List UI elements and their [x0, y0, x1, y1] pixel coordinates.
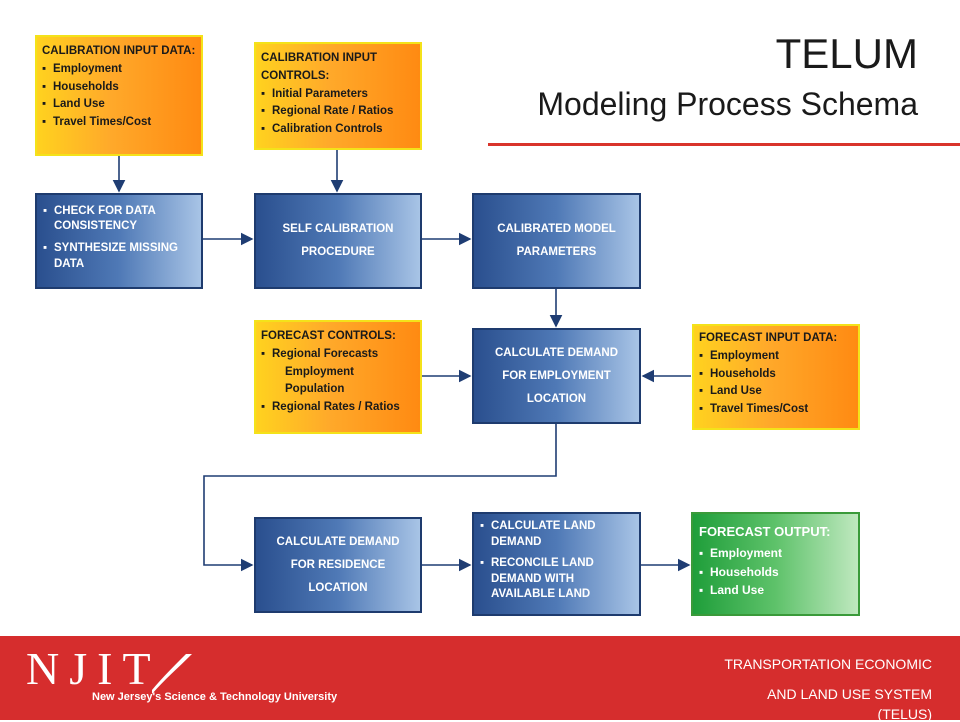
list-item: Households — [42, 79, 196, 97]
box-label: CALIBRATED MODEL PARAMETERS — [497, 223, 616, 258]
list-item: Initial Parameters — [261, 86, 415, 104]
forecast-input-data-box: FORECAST INPUT DATA: Employment Househol… — [692, 324, 860, 430]
list-item: Travel Times/Cost — [42, 114, 196, 132]
list-item: Households — [699, 563, 852, 582]
check-data-box: CHECK FOR DATA CONSISTENCY SYNTHESIZE MI… — [35, 193, 203, 289]
box-heading: CALIBRATION INPUT CONTROLS: — [261, 52, 378, 82]
list-item: Employment — [699, 348, 853, 366]
list-item: CHECK FOR DATA CONSISTENCY — [43, 204, 195, 235]
list-item: SYNTHESIZE MISSING DATA — [43, 241, 195, 272]
list-item: Households — [699, 366, 853, 384]
box-heading: FORECAST OUTPUT: — [699, 524, 831, 539]
list-item: RECONCILE LAND DEMAND WITH AVAILABLE LAN… — [480, 556, 633, 603]
list-item: Regional Forecasts — [261, 346, 415, 364]
slide-title: TELUM — [775, 30, 918, 77]
land-demand-box: CALCULATE LAND DEMAND RECONCILE LAND DEM… — [472, 512, 641, 616]
forecast-output-box: FORECAST OUTPUT: Employment Households L… — [691, 512, 860, 616]
list-item: Travel Times/Cost — [699, 401, 853, 419]
box-heading: FORECAST INPUT DATA: — [699, 332, 838, 344]
employment-demand-box: CALCULATE DEMAND FOR EMPLOYMENT LOCATION — [472, 328, 641, 424]
footer-text-line3: (TELUS) — [877, 706, 932, 722]
box-heading: FORECAST CONTROLS: — [261, 330, 396, 342]
logo-tagline: New Jersey's Science & Technology Univer… — [92, 691, 338, 703]
footer-text-line2: AND LAND USE SYSTEM — [767, 686, 932, 702]
arrow-employment-to-residence — [203, 424, 557, 572]
box-heading: CALIBRATION INPUT DATA: — [42, 45, 196, 57]
self-calibration-box: SELF CALIBRATION PROCEDURE — [254, 193, 422, 289]
list-item: Employment — [42, 61, 196, 79]
footer-bar: NJIT New Jersey's Science & Technology U… — [0, 636, 960, 722]
list-item: Land Use — [699, 581, 852, 600]
residence-demand-box: CALCULATE DEMAND FOR RESIDENCE LOCATION — [254, 517, 422, 613]
njit-logo: NJIT — [26, 643, 161, 694]
title-divider — [488, 143, 960, 146]
calibrated-parameters-box: CALIBRATED MODEL PARAMETERS — [472, 193, 641, 289]
calibration-input-controls-box: CALIBRATION INPUT CONTROLS: Initial Para… — [254, 42, 422, 150]
list-subitem: Employment — [285, 365, 355, 378]
list-item: Regional Rate / Ratios — [261, 103, 415, 121]
list-item: CALCULATE LAND DEMAND — [480, 519, 633, 550]
list-item: Land Use — [699, 383, 853, 401]
list-item: Regional Rates / Ratios — [261, 399, 415, 417]
flow-arrows — [112, 150, 691, 572]
box-label: CALCULATE DEMAND FOR EMPLOYMENT LOCATION — [494, 346, 619, 405]
slide-subtitle: Modeling Process Schema — [537, 86, 918, 122]
list-item: Calibration Controls — [261, 121, 415, 139]
footer-text-line1: TRANSPORTATION ECONOMIC — [724, 656, 932, 672]
box-label: SELF CALIBRATION PROCEDURE — [282, 223, 394, 258]
list-item: Land Use — [42, 96, 196, 114]
forecast-controls-box: FORECAST CONTROLS: Regional Forecasts Em… — [254, 320, 422, 434]
calibration-input-data-box: CALIBRATION INPUT DATA: Employment House… — [35, 35, 203, 156]
logo-swoosh-icon — [152, 654, 192, 694]
list-subitem: Population — [285, 383, 345, 396]
list-item: Employment — [699, 544, 852, 563]
box-label: CALCULATE DEMAND FOR RESIDENCE LOCATION — [276, 535, 400, 594]
